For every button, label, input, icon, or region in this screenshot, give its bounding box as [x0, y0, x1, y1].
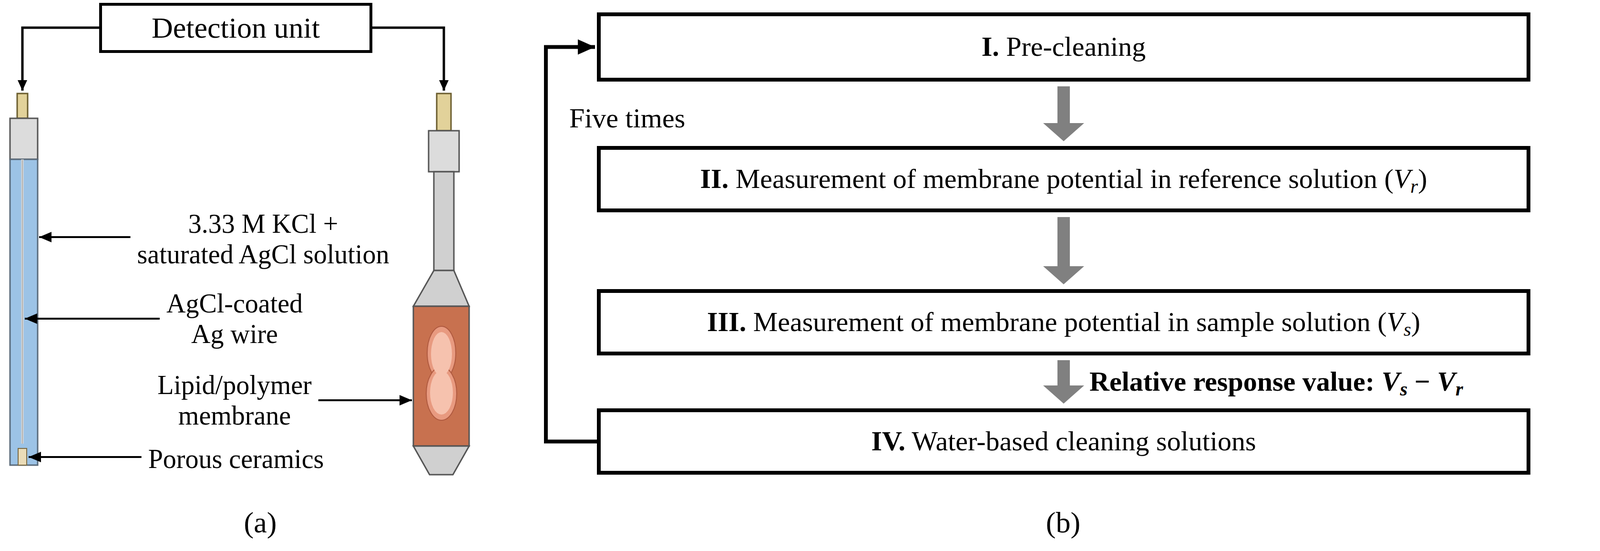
- box-text: II. Measurement of membrane potential in…: [700, 163, 1428, 195]
- process-box: II. Measurement of membrane potential in…: [596, 145, 1531, 213]
- panel-label: (b): [1046, 505, 1081, 540]
- flow-arrow: [1043, 216, 1085, 285]
- box-text: I. Pre-cleaning: [981, 30, 1147, 63]
- sensor-electrode: [413, 93, 470, 475]
- signal-wire: [22, 27, 100, 91]
- leader-arrow: [28, 455, 142, 458]
- part-label: 3.33 M KCl + saturated AgCl solution: [137, 208, 390, 270]
- part-label: AgCl-coated Ag wire: [166, 287, 303, 350]
- signal-wire: [372, 27, 444, 91]
- process-box: IV. Water-based cleaning solutions: [596, 408, 1531, 475]
- process-box: I. Pre-cleaning: [596, 12, 1531, 82]
- detection-unit-box: Detection unit: [99, 2, 373, 53]
- edge-label: Five times: [567, 102, 688, 135]
- leader-arrow: [24, 317, 160, 320]
- box-text: IV. Water-based cleaning solutions: [871, 425, 1256, 458]
- process-box: III. Measurement of membrane potential i…: [596, 288, 1531, 356]
- box-text: Detection unit: [151, 10, 320, 45]
- edge-label: Relative response value: Vs − Vr: [1087, 365, 1466, 398]
- flow-arrow: [1043, 86, 1085, 142]
- part-label: Porous ceramics: [148, 443, 325, 474]
- leader-arrow: [318, 399, 412, 401]
- part-label: Lipid/polymer membrane: [157, 369, 312, 431]
- leader-arrow: [39, 235, 131, 238]
- reference-electrode: [10, 93, 38, 465]
- box-text: III. Measurement of membrane potential i…: [707, 306, 1421, 339]
- connectors: [545, 47, 1085, 442]
- panel-label: (a): [244, 505, 277, 540]
- flow-arrow: [1043, 359, 1085, 404]
